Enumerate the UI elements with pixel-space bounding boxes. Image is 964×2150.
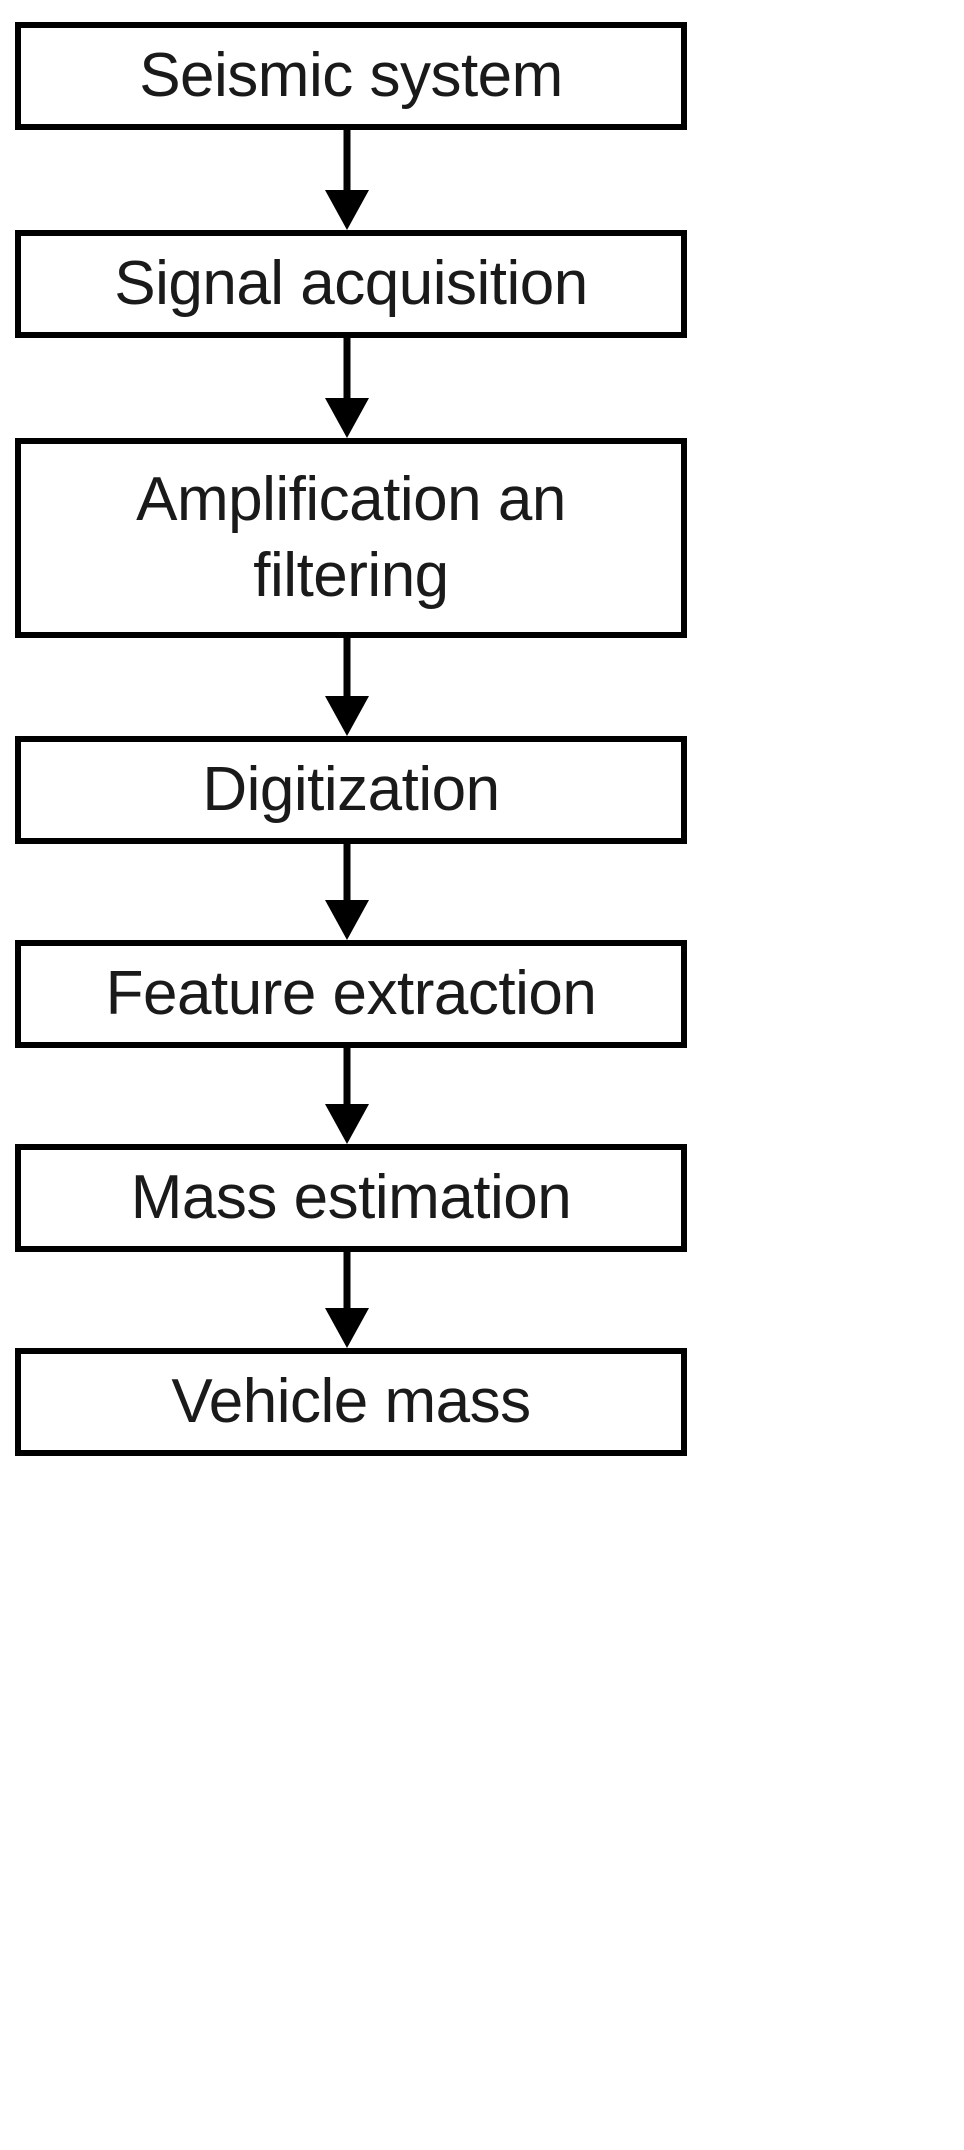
node-label: Vehicle mass [171,1367,531,1437]
flowchart-edge-feature-extraction-to-mass-estimation [15,1048,687,1144]
arrow-stem [343,130,351,192]
arrow-stem [343,638,351,698]
down-arrow-icon [325,1252,369,1348]
flowchart-edge-seismic-system-to-signal-acquisition [15,130,687,230]
flowchart-edge-mass-estimation-to-vehicle-mass [15,1252,687,1348]
down-arrow-icon [325,844,369,940]
down-arrow-icon [325,638,369,736]
node-label: Digitization [202,755,500,825]
flowchart-node-digitization: Digitization [15,736,687,844]
flowchart-node-chain: Seismic system Signal acquisition Amplif… [15,22,687,1456]
node-label: Seismic system [139,41,563,111]
arrow-stem [343,338,351,400]
arrow-head [325,1104,369,1144]
arrow-stem [343,1048,351,1106]
arrow-head [325,1308,369,1348]
flowchart-node-feature-extraction: Feature extraction [15,940,687,1048]
node-label: Feature extraction [105,959,597,1029]
node-label: Amplification an filtering [136,465,566,610]
flowchart-node-seismic-system: Seismic system [15,22,687,130]
flowchart-node-signal-acquisition: Signal acquisition [15,230,687,338]
flowchart-node-vehicle-mass: Vehicle mass [15,1348,687,1456]
arrow-stem [343,844,351,902]
arrow-head [325,696,369,736]
down-arrow-icon [325,338,369,438]
flowchart-node-amplification-filtering: Amplification an filtering [15,438,687,638]
node-label: Signal acquisition [114,249,588,319]
arrow-head [325,398,369,438]
down-arrow-icon [325,130,369,230]
arrow-stem [343,1252,351,1310]
flowchart-edge-amplification-filtering-to-digitization [15,638,687,736]
flowchart-edge-signal-acquisition-to-amplification-filtering [15,338,687,438]
flowchart-node-mass-estimation: Mass estimation [15,1144,687,1252]
down-arrow-icon [325,1048,369,1144]
node-label: Mass estimation [130,1163,572,1233]
arrow-head [325,900,369,940]
arrow-head [325,190,369,230]
flowchart-edge-digitization-to-feature-extraction [15,844,687,940]
